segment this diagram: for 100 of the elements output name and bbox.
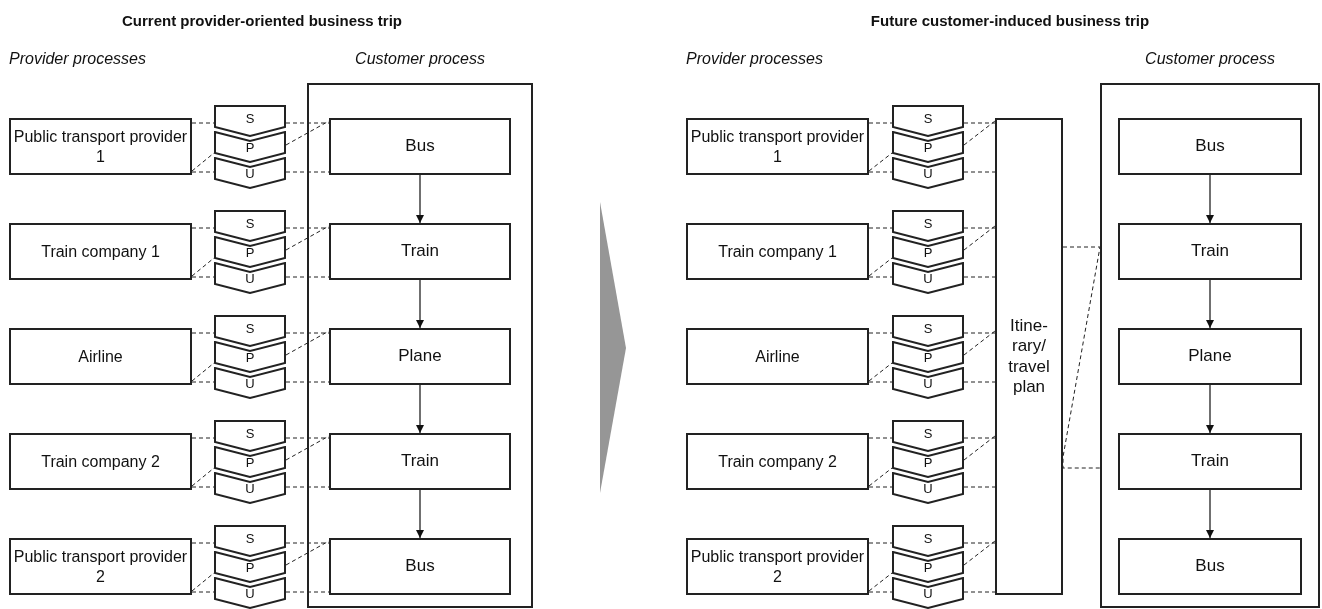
chevron-letter: U [245, 586, 255, 601]
chevron-letter: S [923, 321, 933, 336]
arrow [416, 174, 424, 224]
dashed-connector [868, 362, 893, 382]
chevron-letter: P [923, 140, 933, 155]
dashed-connector [285, 591, 330, 593]
dashed-connector [963, 542, 996, 544]
section-title: Current provider-oriented business trip [122, 12, 402, 29]
chevron-letter: P [923, 455, 933, 470]
chevron-letter: U [245, 271, 255, 286]
dashed-connector [963, 120, 996, 146]
dashed-connector [191, 152, 215, 172]
chevron-letter: P [923, 350, 933, 365]
chevron-letter: P [923, 245, 933, 260]
dashed-connector [963, 227, 996, 229]
chevron-letter: S [923, 426, 933, 441]
dashed-connector [963, 171, 996, 173]
process-box: Train [329, 223, 511, 280]
dashed-connector [963, 591, 996, 593]
chevron-letter: S [245, 216, 255, 231]
dashed-connector [963, 122, 996, 124]
arrow [1206, 384, 1214, 434]
dashed-connector [868, 171, 893, 173]
process-box: Plane [1118, 328, 1302, 385]
itinerary-box: Itine- rary/ travel plan [995, 118, 1063, 595]
chevron-letter: P [245, 455, 255, 470]
chevron-letter: P [245, 560, 255, 575]
chevron-letter: U [923, 376, 933, 391]
dashed-connector [191, 467, 215, 487]
dashed-connector [868, 467, 893, 487]
column-heading: Provider processes [9, 50, 146, 68]
dashed-connector [191, 572, 215, 592]
dashed-connector [868, 572, 893, 592]
provider-box: Airline [686, 328, 869, 385]
arrow [1206, 174, 1214, 224]
process-box: Plane [329, 328, 511, 385]
chevron-letter: U [245, 166, 255, 181]
chevron-letter: S [245, 426, 255, 441]
provider-box: Train company 1 [686, 223, 869, 280]
chevron-letter: U [923, 586, 933, 601]
arrow [416, 384, 424, 434]
process-box: Bus [1118, 538, 1302, 595]
chevron-letter: U [245, 376, 255, 391]
dashed-connector [963, 435, 996, 461]
dashed-connector [285, 486, 330, 488]
provider-box: Train company 2 [9, 433, 192, 490]
chevron-letter: P [245, 140, 255, 155]
provider-box: Public transport provider 1 [9, 118, 192, 175]
section-title: Future customer-induced business trip [870, 12, 1150, 29]
dashed-connector [285, 381, 330, 383]
column-heading: Customer process [355, 50, 485, 68]
provider-box: Public transport provider 1 [686, 118, 869, 175]
provider-box: Airline [9, 328, 192, 385]
dashed-connector [285, 437, 330, 439]
column-heading: Provider processes [686, 50, 823, 68]
chevron-letter: U [923, 271, 933, 286]
chevron-letter: S [245, 531, 255, 546]
arrow [416, 489, 424, 539]
dashed-connector [285, 542, 330, 544]
chevron-letter: P [923, 560, 933, 575]
provider-box: Public transport provider 2 [686, 538, 869, 595]
dashed-connector [963, 540, 996, 566]
dashed-connector [1062, 246, 1101, 469]
process-box: Bus [329, 118, 511, 175]
dashed-connector [868, 437, 893, 439]
provider-box: Train company 1 [9, 223, 192, 280]
dashed-connector [963, 225, 996, 251]
dashed-connector [285, 122, 330, 124]
dashed-connector [963, 381, 996, 383]
dashed-connector [868, 486, 893, 488]
dashed-connector [868, 332, 893, 334]
process-box: Bus [329, 538, 511, 595]
dashed-connector [963, 330, 996, 356]
dashed-connector [868, 227, 893, 229]
chevron-letter: P [245, 245, 255, 260]
chevron-letter: S [923, 531, 933, 546]
dashed-connector [191, 362, 215, 382]
chevron-letter: P [245, 350, 255, 365]
chevron-letter: U [245, 481, 255, 496]
chevron-letter: S [923, 111, 933, 126]
provider-box: Train company 2 [686, 433, 869, 490]
dashed-connector [963, 276, 996, 278]
dashed-connector [868, 257, 893, 277]
chevron-letter: U [923, 481, 933, 496]
process-box: Train [1118, 223, 1302, 280]
dashed-connector [868, 591, 893, 593]
process-box: Train [329, 433, 511, 490]
dashed-connector [868, 276, 893, 278]
arrow [416, 279, 424, 329]
dashed-connector [868, 152, 893, 172]
dashed-connector [963, 486, 996, 488]
dashed-connector [191, 257, 215, 277]
dashed-connector [285, 276, 330, 278]
column-heading: Customer process [1145, 50, 1275, 68]
chevron-letter: U [923, 166, 933, 181]
chevron-letter: S [245, 321, 255, 336]
chevron-letter: S [923, 216, 933, 231]
dashed-connector [963, 332, 996, 334]
dashed-connector [963, 437, 996, 439]
provider-box: Public transport provider 2 [9, 538, 192, 595]
